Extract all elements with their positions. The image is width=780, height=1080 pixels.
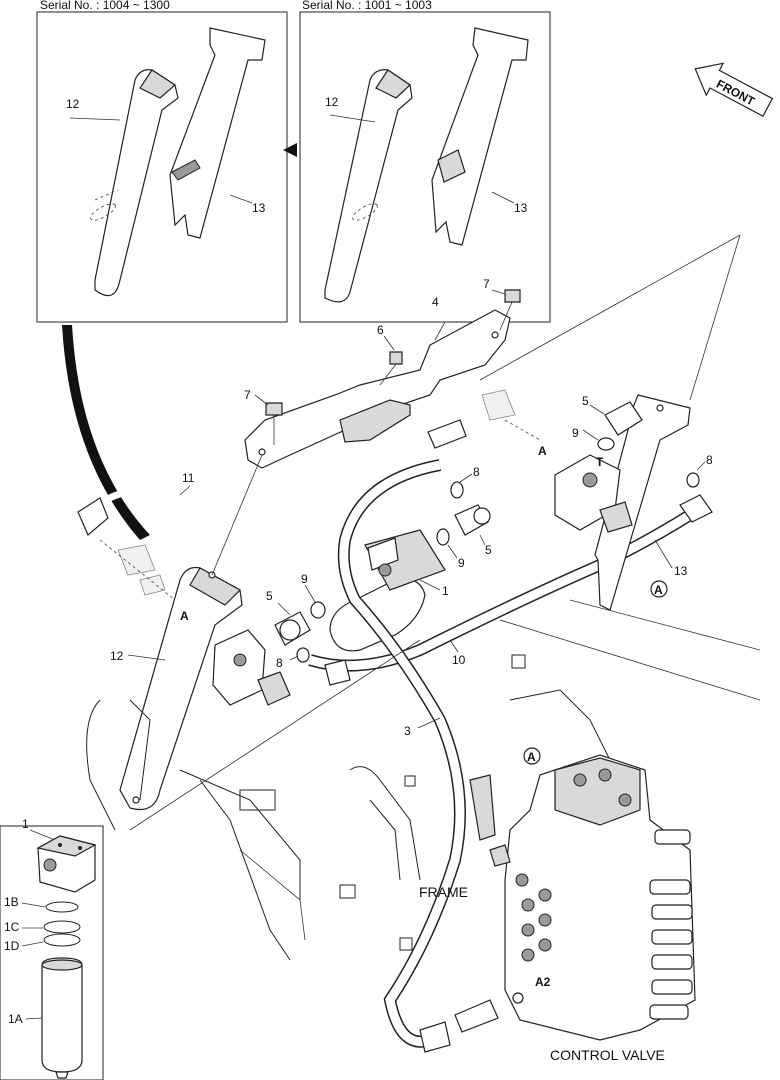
hose-11: 11	[77, 419, 467, 536]
callout-12-right: 12	[325, 95, 339, 109]
filter-callout-1B: 1B	[4, 895, 19, 909]
front-arrow: FRONT	[694, 62, 774, 118]
filter-oring-1D	[43, 933, 81, 947]
callout-13-left: 13	[252, 201, 266, 215]
callout-1: 1	[442, 584, 449, 598]
callout-9-b: 9	[301, 572, 308, 586]
bracket-12-left	[94, 69, 179, 297]
oring-9-a: 9	[436, 528, 465, 570]
callout-5-b: 5	[266, 589, 273, 603]
callout-11: 11	[182, 471, 195, 485]
callout-13-right: 13	[514, 201, 528, 215]
callout-8-a: 8	[473, 465, 480, 479]
valve-block-right: T A	[538, 444, 633, 533]
port-A2: A2	[535, 975, 551, 989]
filter-callout-1A: 1A	[8, 1012, 23, 1026]
filter-inset-frame	[0, 825, 104, 1080]
ghost-valve-left	[99, 539, 176, 601]
filter-callout-1C: 1C	[4, 920, 20, 934]
bracket-4: 4	[244, 295, 511, 469]
filter-1: 1	[329, 529, 449, 652]
inset-serial-1001-1003: Serial No. : 1001 ~ 1003 12 13	[299, 0, 551, 323]
callout-13: 13	[674, 564, 688, 578]
bracket-13-left	[169, 27, 266, 239]
callout-8-c: 8	[706, 453, 713, 467]
filter-oring-1C	[43, 920, 81, 934]
filter-callout-1D: 1D	[4, 939, 20, 953]
svg-text:A: A	[654, 583, 663, 597]
frame-caption: FRAME	[419, 884, 468, 900]
bracket-13-right	[431, 27, 529, 246]
fitting-5-a: 5	[454, 504, 492, 557]
inset-serial-1004-1300: Serial No. : 1004 ~ 1300 12 13	[36, 0, 288, 323]
oring-8-a: 8	[450, 465, 480, 499]
callout-5-c: 5	[582, 394, 589, 408]
bracket-12-right	[324, 69, 413, 303]
callout-5-a: 5	[485, 543, 492, 557]
filter-detail-inset: 1 1B 1C 1D 1A	[0, 817, 104, 1080]
filter-callout-1: 1	[22, 817, 29, 831]
bolt-7-left: 7	[244, 388, 283, 445]
hose-10: 10	[308, 494, 713, 686]
callout-7-right: 7	[483, 277, 490, 291]
filter-oring-1B	[45, 901, 79, 913]
hose-3: 3	[337, 459, 466, 1053]
callout-3: 3	[404, 724, 411, 738]
bolt-7-right: 7	[483, 277, 521, 331]
bracket-12-main: 12 A	[110, 454, 263, 811]
oring-9-b: 9	[301, 572, 326, 619]
callout-4: 4	[432, 295, 439, 309]
ghost-fitting-top	[481, 389, 541, 441]
callout-8-b: 8	[276, 656, 283, 670]
oring-9-c: 9	[572, 426, 615, 451]
port-T: T	[596, 455, 604, 469]
pointer-triangle	[283, 143, 297, 157]
callout-7-left: 7	[244, 388, 251, 402]
serial-label-right: Serial No. : 1001 ~ 1003	[302, 0, 432, 12]
control-valve-caption: CONTROL VALVE	[550, 1047, 665, 1063]
filter-element-1A	[41, 957, 83, 1073]
inset-frame-right	[299, 11, 551, 323]
oring-8-c: 8	[686, 453, 713, 488]
oring-8-b: 8	[276, 647, 310, 670]
inset-frame-left	[36, 11, 288, 323]
circled-A-2: A	[523, 747, 541, 765]
bolt-6: 6	[377, 323, 403, 386]
fitting-5-c: 5	[582, 394, 643, 436]
sweep-arrow	[62, 325, 150, 540]
port-A-left: A	[180, 609, 189, 623]
serial-label-left: Serial No. : 1004 ~ 1300	[40, 0, 170, 12]
circled-A-1: A	[650, 580, 668, 598]
callout-10: 10	[452, 653, 466, 667]
callout-6: 6	[377, 323, 384, 337]
callout-9-c: 9	[572, 426, 579, 440]
svg-text:A: A	[527, 750, 536, 764]
valve-block-left	[212, 629, 291, 706]
callout-12-left: 12	[66, 97, 80, 111]
callout-9-a: 9	[458, 556, 465, 570]
port-A-top: A	[538, 444, 547, 458]
fitting-5-b: 5	[266, 589, 311, 646]
frame-structure	[86, 234, 761, 961]
control-valve: A2	[454, 754, 696, 1041]
callout-12: 12	[110, 649, 124, 663]
